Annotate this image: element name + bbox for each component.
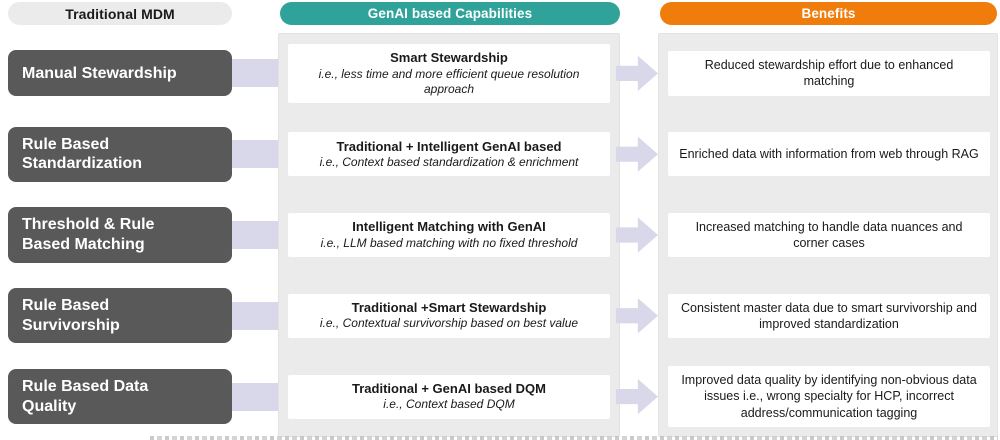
diagram-row: Rule Based Standardization Traditional +… [0,114,1000,195]
arrow-right-icon [616,136,658,172]
benefit-card: Increased matching to handle data nuance… [668,212,990,258]
header-traditional-mdm: Traditional MDM [8,2,232,25]
diagram-row: Rule Based Survivorship Traditional +Sma… [0,275,1000,356]
connector-bar [232,140,278,169]
capability-title: Intelligent Matching with GenAI [352,219,546,235]
capability-title: Traditional +Smart Stewardship [351,300,547,316]
header-genai-capabilities: GenAI based Capabilities [280,2,620,25]
diagram-row: Rule Based Data Quality Traditional + Ge… [0,356,1000,437]
benefit-card: Improved data quality by identifying non… [668,366,990,427]
benefit-card: Enriched data with information from web … [668,132,990,177]
capability-card: Traditional + Intelligent GenAI based i.… [288,132,610,177]
traditional-mdm-box: Rule Based Standardization [8,126,232,182]
capability-detail: i.e., LLM based matching with no fixed t… [320,235,578,250]
traditional-mdm-box: Rule Based Data Quality [8,369,232,425]
capability-card: Smart Stewardship i.e., less time and mo… [288,44,610,103]
arrow-right-icon [616,378,658,415]
connector-bar [232,382,278,411]
connector-bar [232,220,278,249]
traditional-mdm-box: Manual Stewardship [8,50,232,97]
capability-title: Traditional + Intelligent GenAI based [336,138,562,154]
benefit-card: Consistent master data due to smart surv… [668,293,990,339]
connector-bar [232,301,278,330]
benefit-card: Reduced stewardship effort due to enhanc… [668,51,990,96]
capability-card: Traditional + GenAI based DQM i.e., Cont… [288,374,610,419]
capability-card: Traditional +Smart Stewardship i.e., Con… [288,293,610,338]
capability-title: Smart Stewardship [390,50,508,66]
capability-title: Traditional + GenAI based DQM [352,380,546,396]
capability-detail: i.e., Context based DQM [383,397,515,412]
cropped-caption-strip [150,436,998,440]
arrow-right-icon [616,298,658,334]
diagram-row: Threshold & Rule Based Matching Intellig… [0,195,1000,276]
diagram-row: Manual Stewardship Smart Stewardship i.e… [0,33,1000,114]
capability-detail: i.e., Contextual survivorship based on b… [319,316,579,331]
traditional-mdm-box: Rule Based Survivorship [8,288,232,344]
capability-detail: i.e., Context based standardization & en… [319,154,579,169]
connector-bar [232,59,278,88]
arrow-right-icon [616,217,658,253]
header-benefits: Benefits [660,2,997,25]
traditional-mdm-box: Threshold & Rule Based Matching [8,207,232,263]
capability-card: Intelligent Matching with GenAI i.e., LL… [288,212,610,257]
diagram-rows: Manual Stewardship Smart Stewardship i.e… [0,33,1000,437]
arrow-right-icon [616,55,658,91]
capability-detail: i.e., less time and more efficient queue… [318,66,580,96]
